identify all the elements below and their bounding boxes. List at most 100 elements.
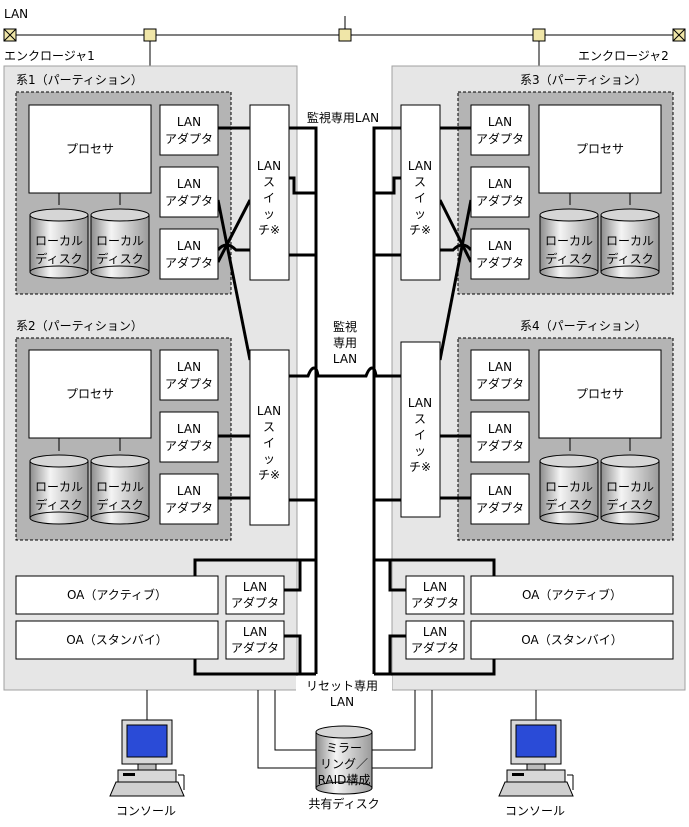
console-right-icon bbox=[498, 719, 574, 797]
svg-text:LAN: LAN bbox=[488, 177, 512, 191]
svg-text:アダプタ: アダプタ bbox=[231, 640, 279, 655]
svg-text:ローカル: ローカル bbox=[96, 234, 144, 248]
svg-text:ス: ス bbox=[414, 175, 426, 189]
monitor-lan-mid-label-2: 専用 bbox=[333, 336, 357, 350]
svg-text:LAN: LAN bbox=[408, 159, 432, 173]
svg-text:LAN: LAN bbox=[488, 422, 512, 436]
processor-label: プロセサ bbox=[576, 387, 624, 401]
svg-text:アダプタ: アダプタ bbox=[476, 131, 524, 146]
svg-text:LAN: LAN bbox=[488, 239, 512, 253]
svg-text:ローカル: ローカル bbox=[606, 234, 654, 248]
svg-text:ディスク: ディスク bbox=[96, 497, 143, 512]
console-left-icon bbox=[109, 719, 185, 797]
console-left-label: コンソール bbox=[116, 804, 176, 818]
svg-text:アダプタ: アダプタ bbox=[476, 500, 524, 515]
svg-text:LAN: LAN bbox=[177, 422, 201, 436]
lan-label: LAN bbox=[4, 7, 28, 21]
svg-text:ディスク: ディスク bbox=[606, 251, 653, 266]
svg-text:ッ: ッ bbox=[414, 207, 426, 221]
svg-text:OA（スタンバイ）: OA（スタンバイ） bbox=[66, 633, 167, 647]
svg-text:チ※: チ※ bbox=[409, 460, 431, 474]
svg-text:アダプタ: アダプタ bbox=[476, 376, 524, 391]
lan-node-enclosure2 bbox=[532, 28, 546, 42]
svg-text:ディスク: ディスク bbox=[606, 497, 653, 512]
svg-text:ス: ス bbox=[263, 175, 275, 189]
svg-text:OA（アクティブ）: OA（アクティブ） bbox=[522, 587, 622, 602]
svg-text:ローカル: ローカル bbox=[35, 480, 83, 494]
svg-text:イ: イ bbox=[414, 428, 426, 442]
svg-text:ディスク: ディスク bbox=[545, 497, 592, 512]
svg-text:LAN: LAN bbox=[177, 115, 201, 129]
svg-text:ローカル: ローカル bbox=[545, 480, 593, 494]
processor-p1: プロセサ bbox=[28, 104, 152, 194]
lan-node-enclosure1 bbox=[143, 28, 157, 42]
console-right-label: コンソール bbox=[505, 804, 565, 818]
svg-text:リング／: リング／ bbox=[320, 757, 368, 771]
svg-text:ス: ス bbox=[414, 412, 426, 426]
svg-text:ローカル: ローカル bbox=[35, 234, 83, 248]
svg-text:アダプタ: アダプタ bbox=[476, 193, 524, 208]
svg-text:アダプタ: アダプタ bbox=[476, 438, 524, 453]
svg-text:アダプタ: アダプタ bbox=[165, 376, 213, 391]
svg-text:アダプタ: アダプタ bbox=[165, 500, 213, 515]
lan-adapter: LAN アダプタ bbox=[470, 411, 530, 463]
svg-text:LAN: LAN bbox=[408, 396, 432, 410]
lan-terminator-right bbox=[672, 28, 686, 42]
enclosure2-label: エンクロージャ2 bbox=[578, 49, 669, 63]
svg-text:アダプタ: アダプタ bbox=[165, 255, 213, 270]
oa-standby-right: OA（スタンバイ） bbox=[470, 620, 674, 660]
lan-bus: LAN bbox=[3, 7, 686, 66]
partition4-label: 系4（パーティション） bbox=[520, 319, 647, 333]
processor-disk-connectors bbox=[58, 193, 631, 451]
svg-text:ローカル: ローカル bbox=[545, 234, 593, 248]
svg-text:アダプタ: アダプタ bbox=[411, 640, 459, 655]
svg-text:OA（アクティブ）: OA（アクティブ） bbox=[67, 587, 167, 602]
oa-active-right: OA（アクティブ） bbox=[470, 575, 674, 615]
svg-text:LAN: LAN bbox=[488, 360, 512, 374]
svg-text:ディスク: ディスク bbox=[96, 251, 143, 266]
reset-lan-label-1: リセット専用 bbox=[306, 679, 378, 693]
svg-text:LAN: LAN bbox=[243, 580, 267, 594]
svg-text:ディスク: ディスク bbox=[35, 497, 82, 512]
processor-p4: プロセサ bbox=[538, 349, 662, 439]
svg-text:ローカル: ローカル bbox=[96, 480, 144, 494]
processor-label: プロセサ bbox=[66, 142, 114, 156]
svg-text:LAN: LAN bbox=[177, 177, 201, 191]
lan-adapter: LAN アダプタ bbox=[470, 349, 530, 401]
shared-disk-label: 共有ディスク bbox=[308, 796, 379, 811]
svg-text:アダプタ: アダプタ bbox=[231, 595, 279, 610]
enclosure1-label: エンクロージャ1 bbox=[4, 49, 95, 63]
svg-text:ミラー: ミラー bbox=[326, 741, 362, 755]
lan-adapter: LAN アダプタ bbox=[470, 166, 530, 218]
lan-adapter: LAN アダプタ bbox=[159, 166, 219, 218]
monitor-lan-mid-label-3: LAN bbox=[333, 352, 357, 366]
lan-terminator-left bbox=[3, 28, 17, 42]
partition3-label: 系3（パーティション） bbox=[520, 73, 647, 87]
reset-lan-label-2: LAN bbox=[330, 695, 354, 709]
svg-text:アダプタ: アダプタ bbox=[165, 193, 213, 208]
svg-text:イ: イ bbox=[263, 436, 275, 450]
oa-active-left: OA（アクティブ） bbox=[15, 575, 219, 615]
svg-text:LAN: LAN bbox=[177, 239, 201, 253]
partition2-label: 系2（パーティション） bbox=[16, 319, 143, 333]
svg-text:LAN: LAN bbox=[423, 625, 447, 639]
svg-text:LAN: LAN bbox=[257, 404, 281, 418]
svg-text:ローカル: ローカル bbox=[606, 480, 654, 494]
svg-text:チ※: チ※ bbox=[409, 223, 431, 237]
svg-text:ッ: ッ bbox=[263, 207, 275, 221]
svg-text:LAN: LAN bbox=[177, 360, 201, 374]
